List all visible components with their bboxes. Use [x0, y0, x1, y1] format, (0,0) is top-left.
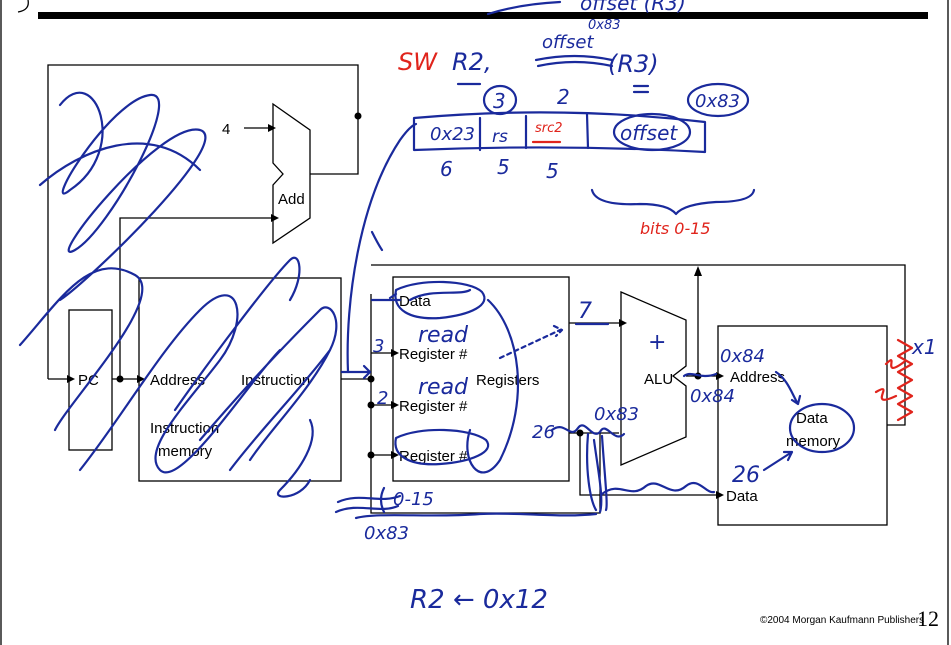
imem-title-line2: memory: [158, 443, 213, 460]
instr-sw: SW: [398, 48, 438, 76]
field-offset-hex: 0x83: [695, 91, 740, 112]
reg-read-register-1: Register #: [399, 346, 468, 363]
r2-assignment: R2 ← 0x12: [410, 585, 548, 615]
alu-plus: +: [648, 330, 666, 355]
rt-wire-two: 2: [377, 388, 388, 409]
top-hex-note: 0x83: [588, 18, 621, 33]
page-number: 12: [917, 606, 939, 631]
alu-input-seven: 7: [578, 299, 592, 324]
dmem-data-26: 26: [732, 463, 760, 488]
alu-hex: 0x83: [594, 404, 639, 425]
width-rt: 5: [546, 159, 559, 183]
address-hex-2: 0x84: [690, 386, 735, 407]
x1-note: x1: [911, 335, 937, 359]
imm-hex: 0x83: [364, 523, 409, 544]
field-opcode: 0x23: [430, 124, 475, 145]
reg-read-register-2: Register #: [399, 398, 468, 415]
reg-output-26: 26: [532, 422, 555, 443]
registers-title: Registers: [476, 372, 539, 389]
reg-data-label: Data: [399, 293, 431, 310]
top-offset-note: offset (R3): [580, 0, 686, 15]
read-label-2: read: [418, 375, 469, 400]
dmem-data-label: Data: [726, 488, 758, 505]
rs-wire-three: 3: [373, 336, 384, 357]
address-hex-1: 0x84: [720, 346, 765, 367]
rs-number: 3: [493, 89, 506, 113]
instr-offset: offset: [542, 32, 594, 53]
width-opcode: 6: [440, 157, 453, 181]
field-offset: offset: [620, 121, 678, 145]
title-rule: [38, 12, 928, 19]
bits-range: bits 0-15: [640, 219, 711, 238]
field-rs: rs: [492, 127, 508, 147]
field-src2: src2: [535, 121, 563, 136]
imm-range: 0-15: [393, 489, 434, 510]
copyright: ©2004 Morgan Kaufmann Publishers: [760, 615, 924, 626]
rt-number: 2: [557, 85, 570, 109]
width-rs: 5: [497, 155, 510, 179]
read-label-1: read: [418, 323, 469, 348]
add-input-four: 4: [222, 121, 230, 138]
dmem-title-line1: Data: [796, 410, 828, 427]
instr-r3: (R3): [608, 50, 659, 78]
add-label: Add: [278, 191, 305, 208]
alu-label: ALU: [644, 371, 673, 388]
instr-r2: R2,: [452, 48, 492, 76]
